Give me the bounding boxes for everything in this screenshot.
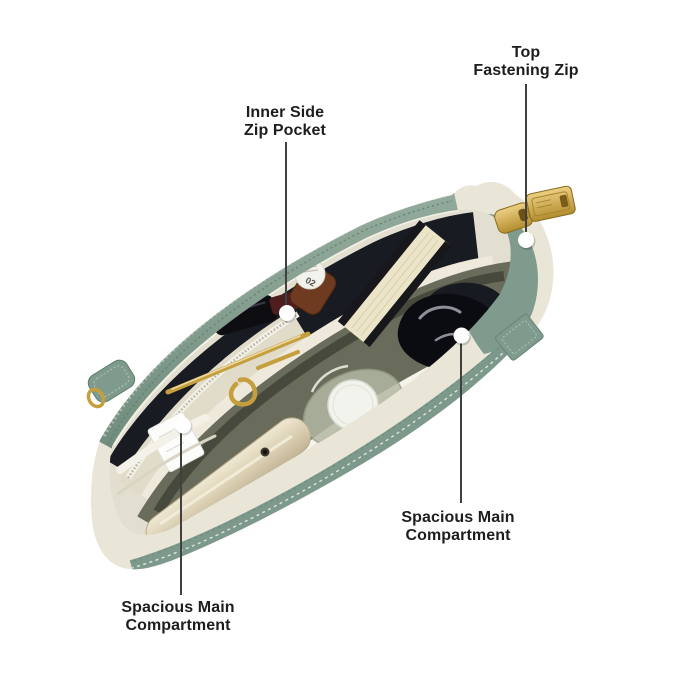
callout-dot-spacious-main-right (453, 327, 470, 344)
label-line-1: Spacious Main (401, 509, 515, 526)
lining-fold-2 (116, 434, 217, 496)
inner-pocket-flap (117, 310, 309, 499)
left-d-ring-tab (86, 359, 136, 409)
nail-polish-label-text: 02 (304, 275, 318, 289)
gold-pen (165, 331, 311, 407)
label-line-2: Zip Pocket (244, 122, 326, 139)
label-line-1: Spacious Main (121, 599, 235, 616)
bottom-piping-stitch-2 (129, 329, 519, 563)
gold-clasp-hook (228, 377, 258, 407)
label-top-fastening-zip: Top Fastening Zip (436, 44, 616, 80)
right-side-tab (495, 313, 544, 361)
label-line-1: Inner Side (245, 104, 325, 121)
label-line-2: Compartment (405, 527, 511, 544)
callouts (175, 84, 536, 595)
lining-fold (116, 414, 209, 474)
callout-dot-top-fastening-zip (518, 232, 534, 248)
label-inner-side-zip-pocket: Inner Side Zip Pocket (195, 104, 375, 140)
bottom-piping-stitch (131, 335, 523, 569)
callout-dot-inner-side-zip-pocket (279, 305, 295, 321)
label-line-1: Top (511, 44, 541, 61)
callout-dot-spacious-main-bottom (175, 417, 191, 434)
left-gold-ring (86, 387, 106, 409)
label-spacious-main-compartment-bottom: Spacious Main Compartment (88, 599, 268, 635)
zipper-teeth-texture-dark (107, 200, 453, 445)
label-spacious-main-compartment-right: Spacious Main Compartment (368, 509, 548, 545)
notebook (337, 220, 452, 348)
zip-pull-charm (525, 185, 576, 222)
label-line-2: Fastening Zip (473, 62, 579, 79)
label-line-2: Compartment (125, 617, 231, 634)
